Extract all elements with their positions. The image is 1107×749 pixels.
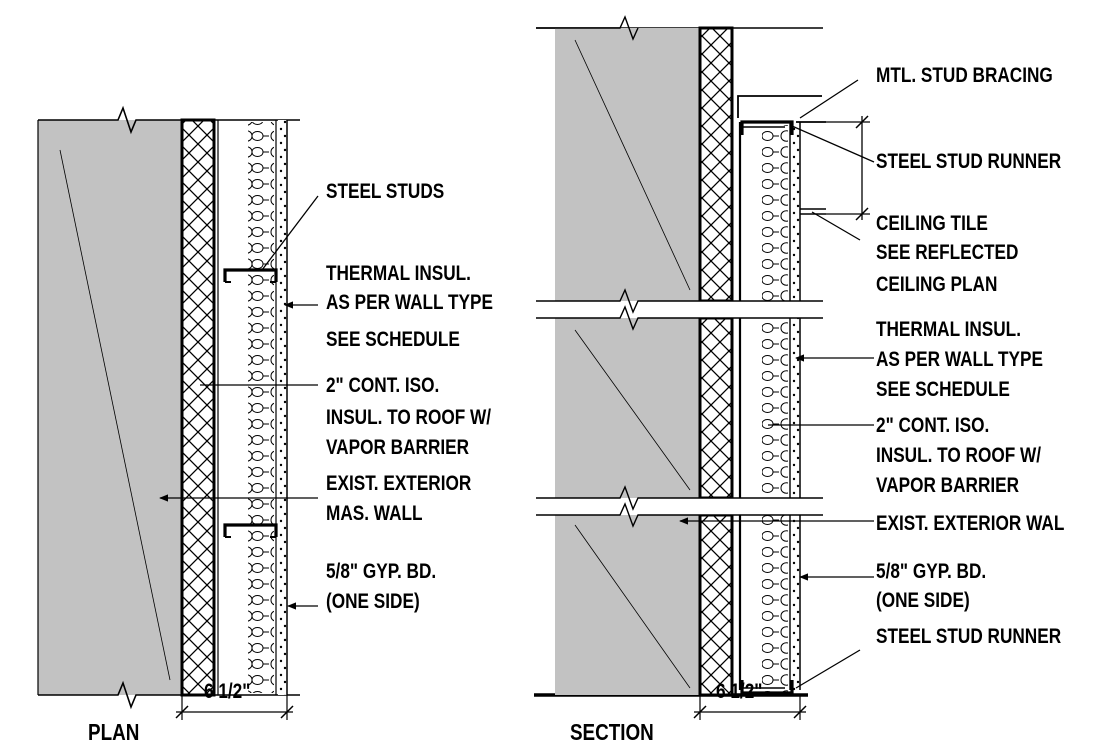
- section-iso-insul-label: 2" CONT. ISO.: [876, 415, 989, 438]
- section-masonry-middle: [555, 318, 700, 498]
- plan-steel-studs-label: STEEL STUDS: [326, 181, 444, 204]
- svg-text:(ONE SIDE): (ONE SIDE): [326, 591, 420, 614]
- section-stud-bracing: [737, 95, 822, 118]
- plan-masonry-wall-label: EXIST. EXTERIOR: [326, 473, 471, 496]
- svg-text:VAPOR BARRIER: VAPOR BARRIER: [326, 437, 469, 460]
- section-bottom-runner: [740, 680, 794, 695]
- svg-text:INSUL. TO ROOF W/: INSUL. TO ROOF W/: [876, 445, 1042, 468]
- plan-steel-stud-lower: [223, 523, 278, 537]
- section-break-line-2: [536, 485, 823, 511]
- section-exterior-wall-label: EXIST. EXTERIOR WAL: [876, 513, 1065, 536]
- svg-text:VAPOR BARRIER: VAPOR BARRIER: [876, 475, 1019, 498]
- plan-rigid-insulation: [180, 118, 216, 697]
- svg-text:INSUL. TO ROOF W/: INSUL. TO ROOF W/: [326, 407, 492, 430]
- section-masonry-lower: [555, 515, 700, 695]
- plan-masonry-wall: [38, 120, 182, 695]
- plan-break-line-bottom: [38, 680, 300, 710]
- svg-text:AS PER WALL TYPE: AS PER WALL TYPE: [326, 292, 493, 315]
- plan-dimension-label: 6 1/2": [204, 681, 250, 704]
- plan-iso-insul-label: 2" CONT. ISO.: [326, 375, 439, 398]
- section-stud-bracing-label: MTL. STUD BRACING: [876, 65, 1053, 88]
- svg-text:AS PER WALL TYPE: AS PER WALL TYPE: [876, 349, 1043, 372]
- section-runner-bottom-label: STEEL STUD RUNNER: [876, 626, 1061, 649]
- section-thermal-insulation: [762, 125, 788, 693]
- svg-text:(ONE SIDE): (ONE SIDE): [876, 590, 970, 613]
- svg-text:MAS. WALL: MAS. WALL: [326, 503, 423, 526]
- section-title: SECTION: [570, 720, 654, 745]
- section-gyp-board-label: 5/8" GYP. BD.: [876, 561, 986, 584]
- plan-thermal-insul-label: THERMAL INSUL.: [326, 263, 471, 286]
- plan-view: STEEL STUDS THERMAL INSUL. AS PER WALL T…: [37, 105, 493, 745]
- plan-title: PLAN: [88, 720, 139, 745]
- svg-text:SEE REFLECTED: SEE REFLECTED: [876, 242, 1019, 265]
- section-ceiling-tile-label: CEILING TILE: [876, 213, 988, 236]
- plan-gyp-board: [278, 120, 287, 695]
- plan-thermal-insulation: [248, 122, 274, 693]
- section-thermal-insul-label: THERMAL INSUL.: [876, 319, 1021, 342]
- section-rigid-insulation: [698, 513, 734, 697]
- section-vertical-dimension-label: 6": [0, 0, 22, 5]
- plan-gyp-board-label: 5/8" GYP. BD.: [326, 561, 436, 584]
- section-dimension-label: 6 1/2": [716, 681, 762, 704]
- section-runner-top-label: STEEL STUD RUNNER: [876, 151, 1061, 174]
- svg-text:SEE SCHEDULE: SEE SCHEDULE: [876, 379, 1010, 402]
- svg-text:SEE SCHEDULE: SEE SCHEDULE: [326, 329, 460, 352]
- section-view: MTL. STUD BRACING STEEL STUD RUNNER CEIL…: [0, 0, 1065, 745]
- section-masonry-upper: [555, 28, 700, 301]
- plan-steel-stud-upper: [223, 268, 278, 282]
- svg-text:CEILING PLAN: CEILING PLAN: [876, 274, 997, 297]
- plan-break-line-top: [38, 105, 300, 135]
- section-break-line-1: [536, 288, 823, 314]
- section-top-runner: [740, 120, 794, 135]
